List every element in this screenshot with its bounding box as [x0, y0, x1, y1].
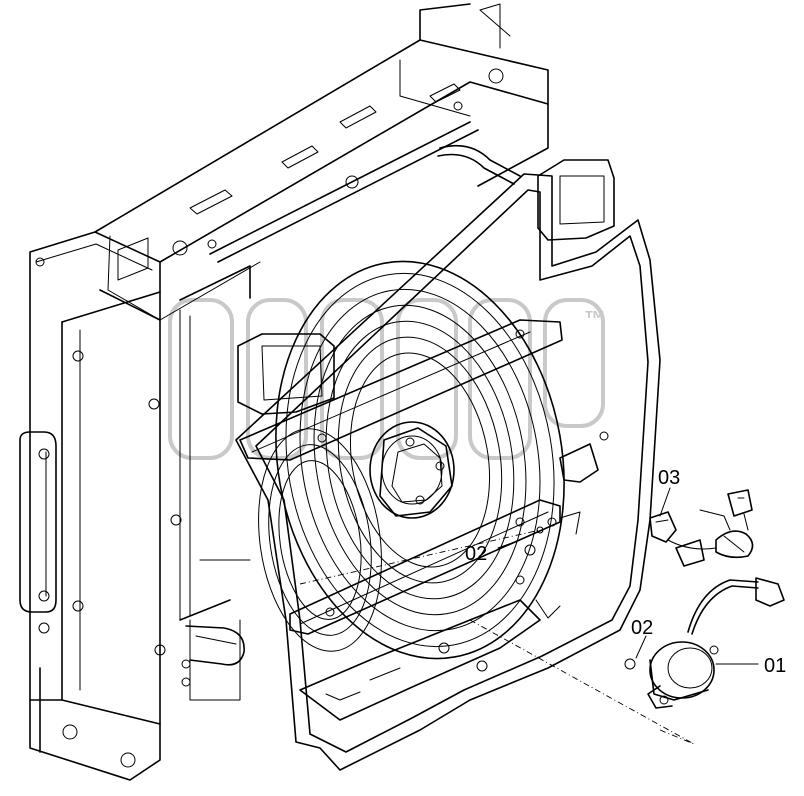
- fan-shroud: [235, 159, 661, 771]
- exploded-components: [299, 489, 785, 745]
- callout-02-lower: 02: [465, 543, 487, 565]
- radiator-frame: [19, 3, 549, 781]
- watermark-trademark: ™: [584, 306, 606, 331]
- callout-leaders: [497, 487, 759, 665]
- callout-03: 03: [658, 467, 680, 489]
- callout-02-upper: 02: [631, 617, 653, 639]
- callout-01: 01: [764, 655, 786, 677]
